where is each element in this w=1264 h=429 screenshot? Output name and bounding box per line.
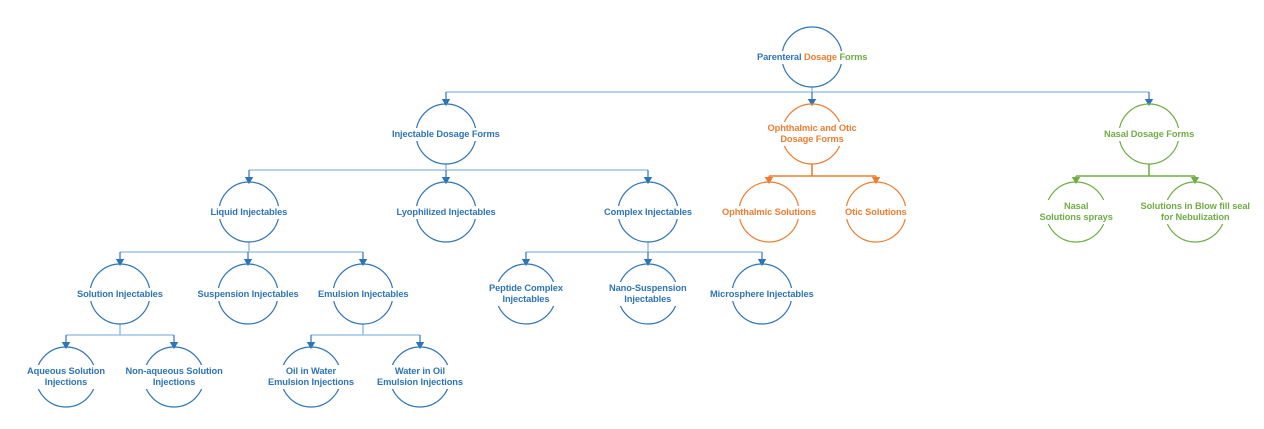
arrow-to-aqueous-solution-injections — [61, 335, 71, 350]
arrow-to-nasal-solutions-sprays — [1071, 176, 1081, 185]
arrow-to-injectable-dosage-forms — [441, 92, 451, 107]
arrow-to-solutions-in-blow-fill-seal-for-nebulization — [1190, 176, 1200, 185]
arrow-to-nasal-dosage-forms — [1144, 92, 1154, 107]
connector-liquid-to-level4 — [115, 242, 368, 267]
arrow-to-ophthalmic-and-otic-dosage-forms — [807, 92, 817, 107]
arrow-to-oil-in-water-emulsion-injections — [306, 335, 316, 350]
node-label-microsphere-injectables[interactable]: Microsphere Injectables — [707, 287, 817, 301]
arrow-to-water-in-oil-emulsion-injections — [415, 335, 425, 350]
arrow-to-lyophilized-injectables — [441, 170, 451, 185]
connector-injectable-to-level3 — [244, 164, 653, 185]
arrow-to-complex-injectables — [643, 170, 653, 185]
arrow-to-nano-suspension-injectables — [643, 252, 653, 267]
arrow-to-suspension-injectables — [243, 252, 253, 267]
root-label-segment: Forms — [839, 51, 868, 62]
connector-complex-to-level4 — [521, 242, 767, 267]
connector-ophthalmic-to-level3 — [764, 164, 881, 185]
node-label-root[interactable]: Parenteral Dosage Forms — [754, 50, 871, 64]
connector-root-to-level2 — [441, 87, 1154, 107]
node-label-nasal-dosage-forms[interactable]: Nasal Dosage Forms — [1101, 127, 1198, 141]
node-label-suspension-injectables[interactable]: Suspension Injectables — [194, 287, 302, 301]
arrow-to-liquid-injectables — [244, 170, 254, 185]
node-label-lyophilized-injectables[interactable]: Lyophilized Injectables — [393, 205, 499, 219]
node-label-solution-injectables[interactable]: Solution Injectables — [74, 287, 166, 301]
arrow-to-non-aqueous-solution-injections — [169, 335, 179, 350]
node-label-ophthalmic-solutions[interactable]: Ophthalmic Solutions — [719, 205, 820, 219]
node-label-liquid-injectables[interactable]: Liquid Injectables — [207, 205, 291, 219]
arrow-to-ophthalmic-solutions — [764, 176, 774, 185]
node-label-injectable-dosage-forms[interactable]: Injectable Dosage Forms — [389, 127, 503, 141]
connector-nasal-to-level3 — [1071, 164, 1200, 185]
node-label-complex-injectables[interactable]: Complex Injectables — [601, 205, 696, 219]
node-label-otic-solutions[interactable]: Otic Solutions — [842, 205, 910, 219]
root-label-segment: Dosage — [803, 51, 837, 62]
connector-solution-to-level5 — [61, 324, 179, 350]
connector-layer — [61, 87, 1200, 350]
arrow-to-peptide-complex-injectables — [521, 252, 531, 267]
arrow-to-otic-solutions — [871, 176, 881, 185]
arrow-to-solution-injectables — [115, 252, 125, 267]
arrow-to-microsphere-injectables — [757, 252, 767, 267]
node-label-emulsion-injectables[interactable]: Emulsion Injectables — [315, 287, 412, 301]
connector-emulsion-to-level5 — [306, 324, 425, 350]
root-label-segment: Parenteral — [757, 51, 802, 62]
arrow-to-emulsion-injectables — [358, 252, 368, 267]
